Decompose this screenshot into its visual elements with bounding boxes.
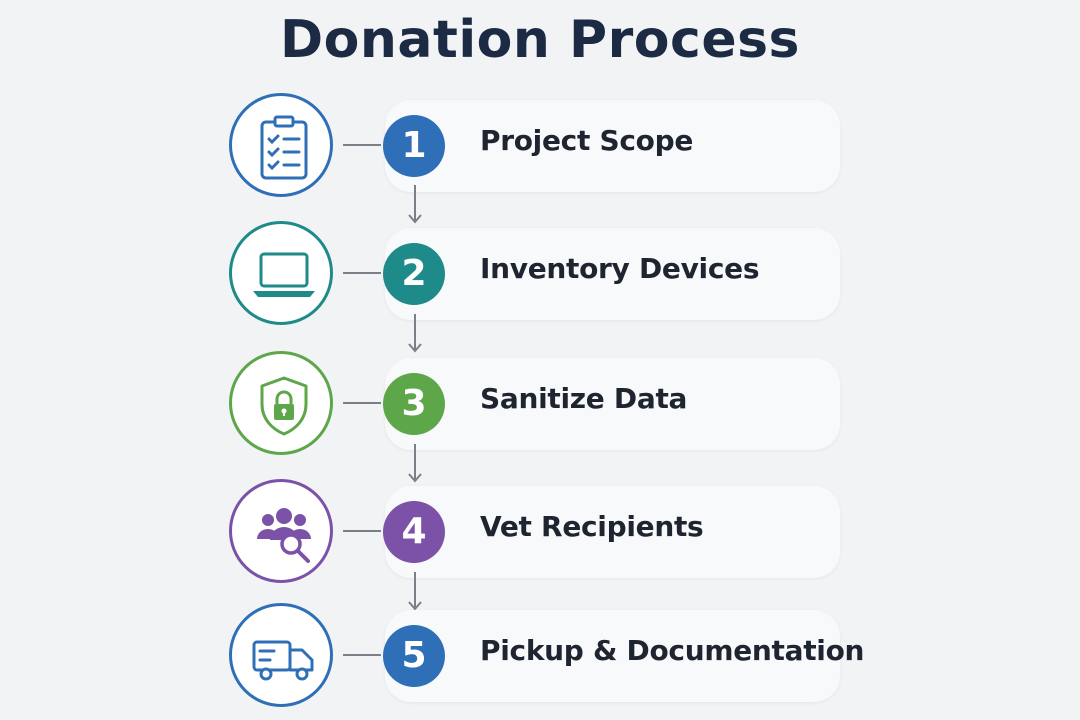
step-3-number-badge: 3 xyxy=(383,373,445,435)
step-3-connector-line xyxy=(343,402,381,404)
step-5-label: Pickup & Documentation xyxy=(480,634,865,667)
down-arrow-icon xyxy=(408,444,422,483)
step-4-label: Vet Recipients xyxy=(480,510,704,543)
process-step-4: 4 Vet Recipients xyxy=(0,478,1080,588)
people-search-icon xyxy=(257,508,311,563)
process-step-3: 3 Sanitize Data xyxy=(0,350,1080,460)
step-2-icon-circle xyxy=(229,221,333,325)
step-1-label: Project Scope xyxy=(480,124,694,157)
process-step-2: 2 Inventory Devices xyxy=(0,220,1080,330)
step-4-connector-line xyxy=(343,530,381,532)
step-5-icon-circle xyxy=(229,603,333,707)
step-1-card xyxy=(385,100,840,192)
step-1-number-badge: 1 xyxy=(383,115,445,177)
process-step-5: 5 Pickup & Documentation xyxy=(0,602,1080,712)
clipboard-checklist-icon xyxy=(260,115,308,180)
step-2-number-badge: 2 xyxy=(383,243,445,305)
step-2-card xyxy=(385,228,840,320)
process-step-1: 1 Project Scope xyxy=(0,92,1080,202)
step-3-card xyxy=(385,358,840,450)
step-3-icon-circle xyxy=(229,351,333,455)
step-5-card xyxy=(385,610,840,702)
step-5-number-badge: 5 xyxy=(383,625,445,687)
page-title: Donation Process xyxy=(279,10,800,70)
step-2-connector-line xyxy=(343,272,381,274)
step-1-connector-line xyxy=(343,144,381,146)
delivery-truck-icon xyxy=(252,640,314,681)
step-4-card xyxy=(385,486,840,578)
down-arrow-icon xyxy=(408,572,422,611)
shield-lock-icon xyxy=(260,376,308,436)
step-2-label: Inventory Devices xyxy=(480,252,760,285)
step-5-connector-line xyxy=(343,654,381,656)
down-arrow-icon xyxy=(408,314,422,353)
step-3-label: Sanitize Data xyxy=(480,382,688,415)
laptop-icon xyxy=(253,252,315,297)
step-1-icon-circle xyxy=(229,93,333,197)
step-4-icon-circle xyxy=(229,479,333,583)
down-arrow-icon xyxy=(408,185,422,224)
step-4-number-badge: 4 xyxy=(383,501,445,563)
